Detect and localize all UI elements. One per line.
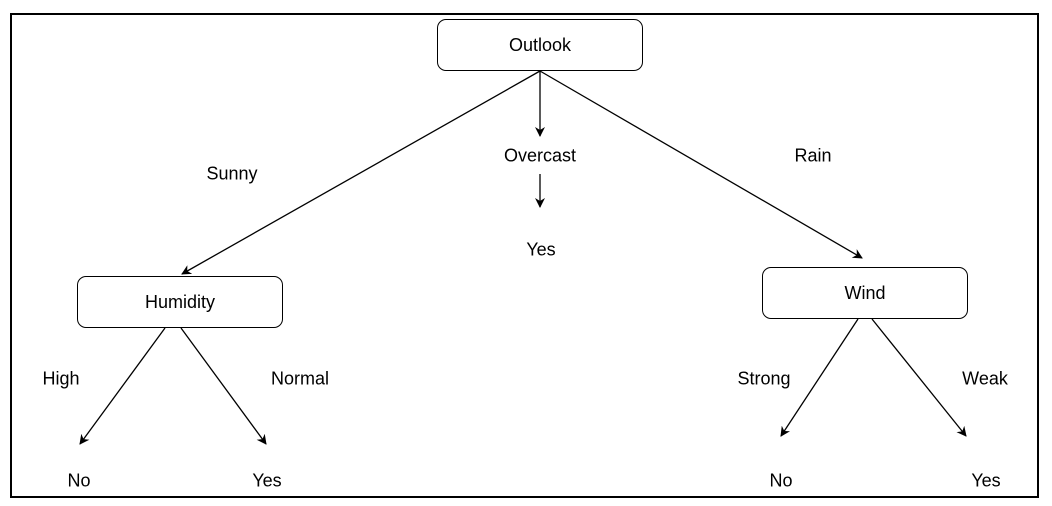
edge-humidity-high [79, 327, 166, 445]
diagram-frame [10, 13, 1039, 498]
edge-outlook-rain [539, 70, 863, 259]
edge-label-overcast: Overcast [503, 145, 577, 166]
leaf-weak-yes: Yes [971, 470, 1001, 491]
edge-outlook-sunny [181, 70, 541, 275]
edge-humidity-normal [180, 327, 267, 445]
edge-label-high: High [42, 368, 80, 389]
edge-wind-weak [871, 318, 967, 437]
edge-label-weak: Weak [962, 368, 1008, 389]
leaf-normal-yes: Yes [252, 470, 282, 491]
node-outlook: Outlook [437, 19, 643, 71]
leaf-high-no: No [67, 470, 91, 491]
leaf-overcast-yes: Yes [526, 239, 556, 260]
edge-label-strong: Strong [737, 368, 791, 389]
leaf-strong-no: No [769, 470, 793, 491]
edge-label-normal: Normal [270, 368, 330, 389]
node-wind: Wind [762, 267, 968, 319]
edge-wind-strong [780, 318, 859, 437]
edge-label-rain: Rain [794, 145, 832, 166]
node-humidity: Humidity [77, 276, 283, 328]
edge-label-sunny: Sunny [206, 163, 258, 184]
